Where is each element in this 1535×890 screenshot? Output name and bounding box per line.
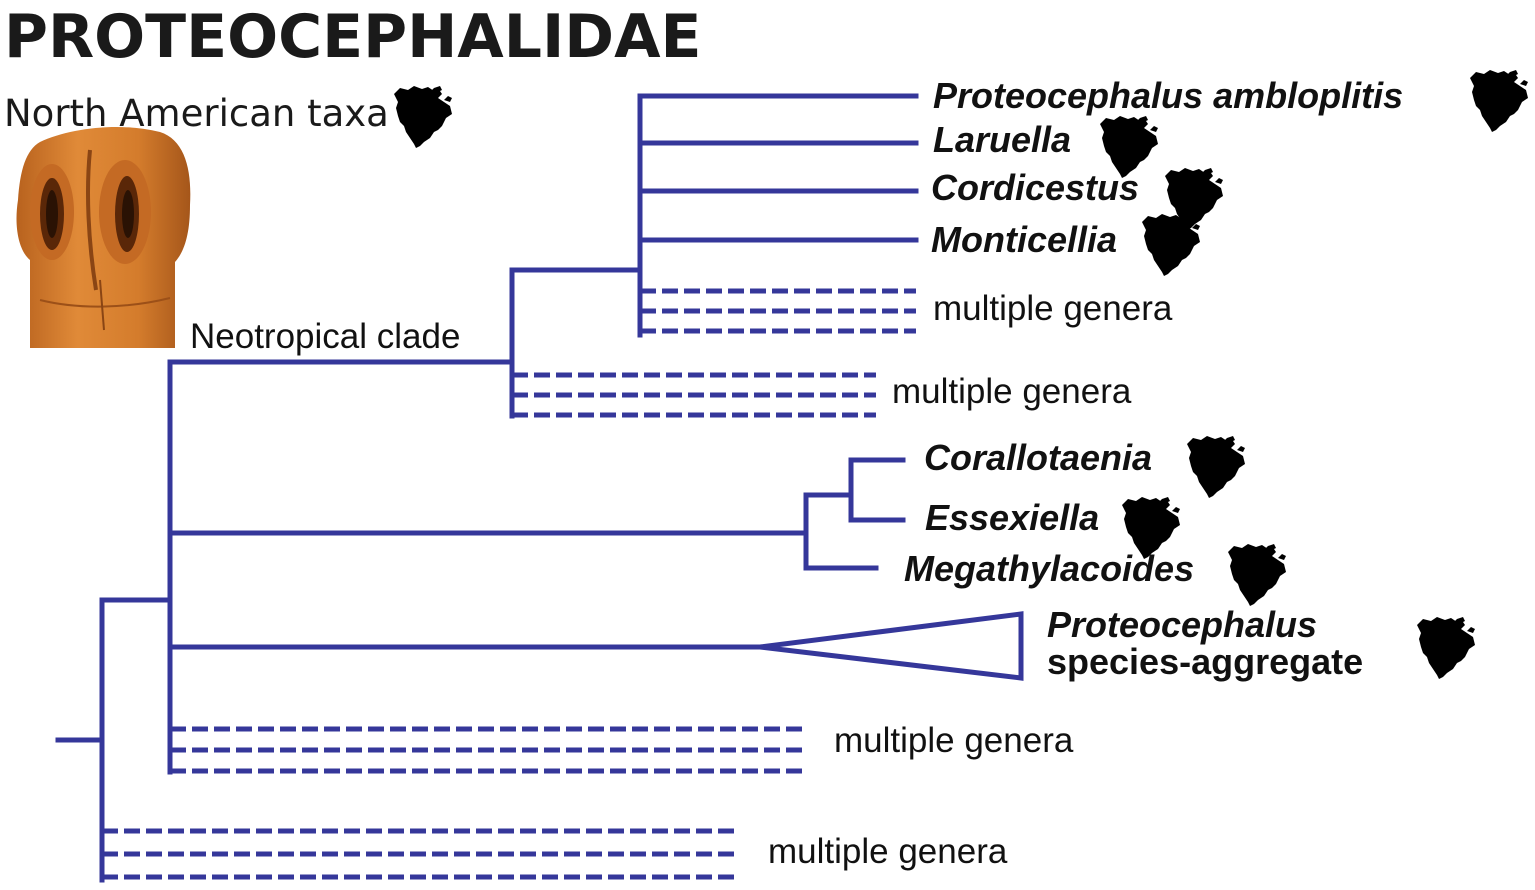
north-america-icon — [1470, 70, 1528, 132]
north-america-icon — [1417, 617, 1475, 679]
tapeworm-scolex-photo — [16, 127, 191, 348]
taxon-label-corallotaenia: Corallotaenia — [924, 437, 1152, 478]
clade-label-neotropical: Neotropical clade — [190, 317, 460, 356]
north-america-icon — [1187, 436, 1245, 498]
north-america-icon — [394, 86, 452, 148]
taxon-label-laruella: Laruella — [933, 119, 1071, 160]
tree-branches — [55, 93, 1024, 883]
taxon-label-essexiella: Essexiella — [925, 497, 1099, 538]
multiple-genera-label: multiple genera — [892, 372, 1132, 411]
taxon-label-species-aggregate: species-aggregate — [1047, 641, 1363, 682]
taxon-label-proteocephalus-aggregate: Proteocephalus — [1047, 604, 1317, 645]
multiple-genera-label: multiple genera — [933, 289, 1173, 328]
legend-label: North American taxa — [4, 92, 389, 135]
multiple-genera-label: multiple genera — [768, 832, 1008, 871]
taxon-label-monticellia: Monticellia — [931, 219, 1117, 260]
multiple-genera-label: multiple genera — [834, 721, 1074, 760]
taxon-label-cordicestus: Cordicestus — [931, 167, 1139, 208]
taxon-label-proteocephalus-ambloplitis: Proteocephalus ambloplitis — [933, 75, 1403, 116]
taxon-label-megathylacoides: Megathylacoides — [904, 548, 1194, 589]
north-america-icon — [1228, 544, 1286, 606]
figure-title: PROTEOCEPHALIDAE — [4, 2, 702, 72]
